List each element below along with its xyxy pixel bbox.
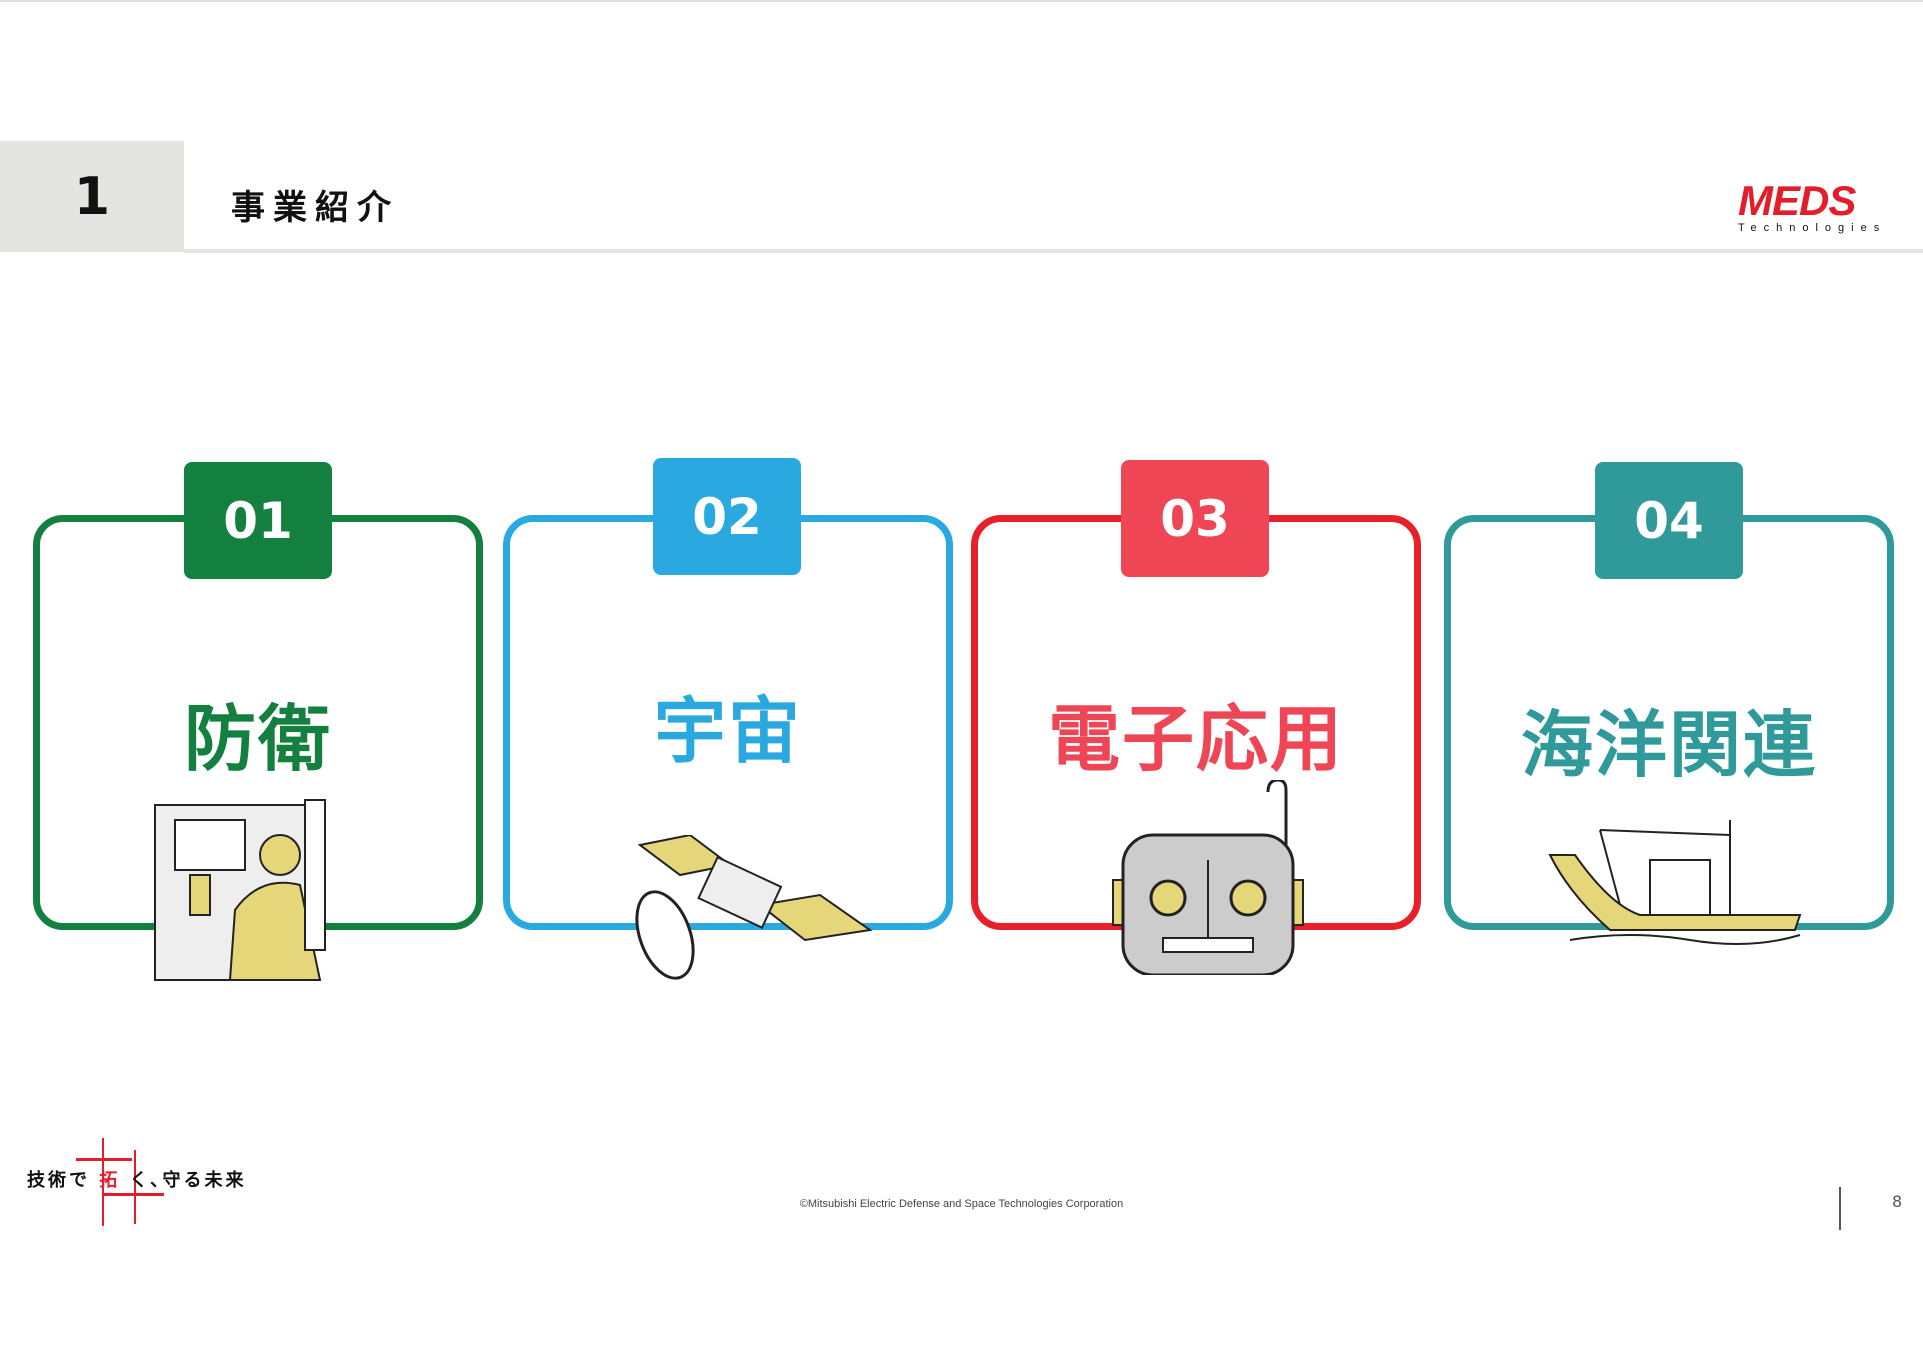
card-space [503, 515, 953, 930]
section-number: 1 [0, 141, 184, 252]
tagline-pre: 技術で [27, 1170, 90, 1191]
robot-icon [1112, 780, 1304, 975]
page-title: 事業紹介 [231, 188, 399, 228]
footer-divider [1839, 1187, 1841, 1230]
meds-logo: MEDS Technologies [1738, 177, 1908, 235]
ship-icon [1548, 820, 1802, 945]
card-number-02: 02 [653, 458, 801, 575]
tagline-cross-mark [102, 1193, 164, 1196]
card-title-marine: 海洋関連 [1520, 703, 1817, 787]
header-divider [184, 249, 1923, 253]
top-border [0, 0, 1923, 2]
tagline-cross-mark [102, 1138, 104, 1226]
page-number: 8 [1892, 1192, 1903, 1211]
card-number-04: 04 [1595, 462, 1743, 579]
engineer-at-control-panel-icon [154, 799, 326, 981]
card-title-space: 宇宙 [653, 689, 802, 773]
logo-main: MEDS [1738, 177, 1856, 224]
card-number-01: 01 [184, 462, 332, 579]
tagline-cross-mark [76, 1158, 132, 1161]
tagline: 技術で 拓 く､守る未来 [27, 1166, 247, 1192]
copyright: ©Mitsubishi Electric Defense and Space T… [799, 1198, 1124, 1210]
satellite-icon [635, 835, 873, 980]
logo-sub: Technologies [1738, 222, 1887, 234]
card-number-03: 03 [1121, 460, 1269, 577]
tagline-cross-mark [134, 1150, 136, 1224]
tagline-highlight: 拓 [99, 1170, 121, 1191]
tagline-post: く､守る未来 [129, 1170, 247, 1191]
card-title-defense: 防衛 [183, 697, 332, 781]
card-title-electronics: 電子応用 [1047, 697, 1344, 781]
